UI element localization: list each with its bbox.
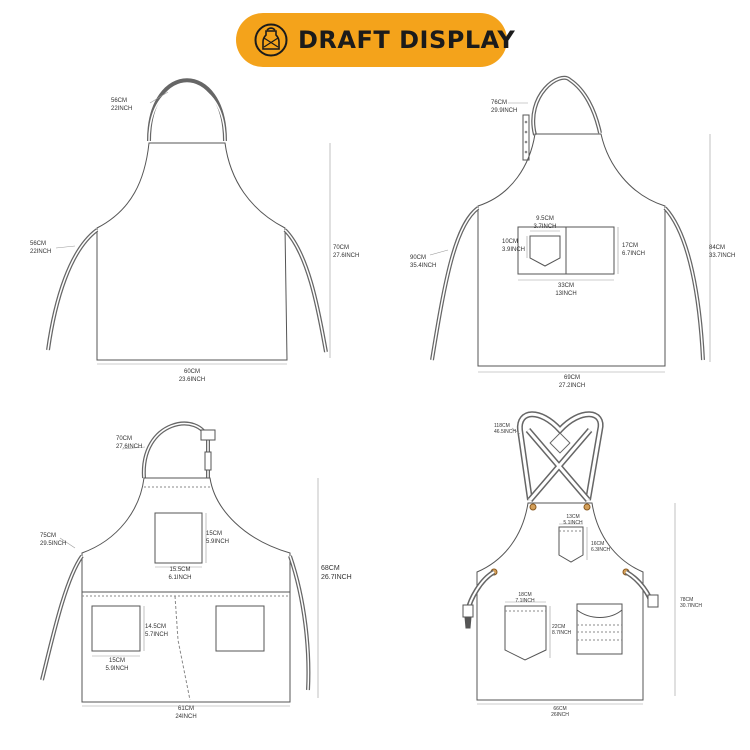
header-banner: DRAFT DISPLAY xyxy=(236,13,515,67)
apron-1-drawing xyxy=(46,78,331,365)
apron-logo-icon xyxy=(254,23,288,57)
apron-2-drawing xyxy=(429,76,711,373)
apron-3-drawing xyxy=(40,421,319,707)
apron-4-drawing xyxy=(462,411,676,705)
page-title: DRAFT DISPLAY xyxy=(298,26,516,54)
